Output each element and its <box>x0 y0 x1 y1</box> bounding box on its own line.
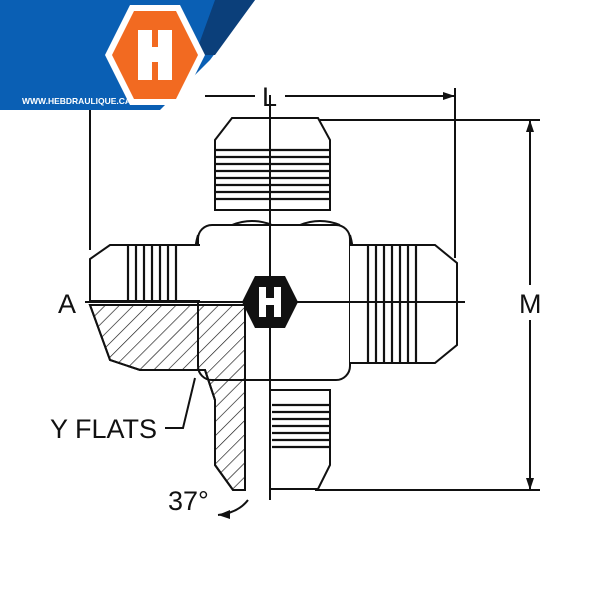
logo-h-letter <box>138 30 172 80</box>
brand-banner: WWW.HEBDRAULIQUE.CA <box>0 0 255 110</box>
angle-label: 37° <box>168 486 209 516</box>
website-url: WWW.HEBDRAULIQUE.CA <box>22 96 131 106</box>
banner-dark-stripe <box>195 0 255 55</box>
dimension-l-label: L <box>262 82 277 112</box>
dimension-lines <box>89 88 540 516</box>
dimension-a-label: A <box>58 289 76 319</box>
dimension-m-label: M <box>519 289 542 319</box>
y-flats-label: Y FLATS <box>50 414 157 444</box>
fitting-outline <box>88 117 458 491</box>
